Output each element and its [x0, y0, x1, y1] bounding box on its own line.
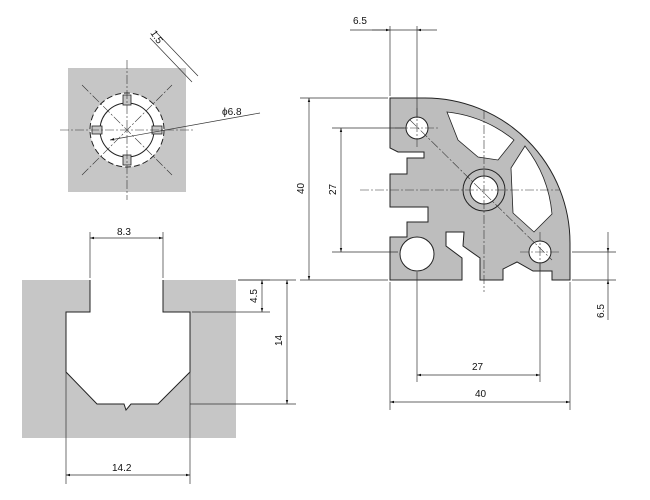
profile-window-upper: [446, 111, 515, 161]
hole-spacing-vertical-label: 27: [328, 183, 339, 195]
groove-top-width-label: 8.3: [117, 227, 131, 238]
slot-dim-line: [149, 37, 193, 83]
groove-block: [22, 280, 236, 438]
hole-centerline-diag2: [81, 84, 173, 176]
width-overall-label: 40: [475, 389, 487, 400]
groove-depth-label: 14: [274, 334, 285, 346]
profile-window-right: [510, 145, 553, 233]
profile-hole-bottom-left: [399, 236, 435, 272]
profile-detail: 6.5 40 27 6.5 27 40: [296, 16, 616, 410]
offset-top-label: 6.5: [353, 16, 367, 27]
hole-diameter-label: ϕ6.8: [222, 107, 242, 118]
groove-inner-width-label: 14.2: [112, 463, 132, 474]
slot-width-label: 1.5: [148, 28, 165, 46]
profile-centerline-diag: [409, 119, 553, 261]
groove-detail: 8.3 4.5 14 14.2: [22, 227, 296, 484]
groove-outline: [65, 280, 191, 412]
diameter-leader: [109, 112, 261, 141]
hole-spacing-horizontal-label: 27: [472, 362, 484, 373]
height-overall-label: 40: [296, 182, 307, 194]
offset-right-label: 6.5: [596, 304, 607, 318]
groove-lip-label: 4.5: [249, 289, 260, 303]
slot-ext-line: [155, 31, 199, 77]
hole-detail: 1.5 ϕ6.8: [60, 28, 261, 200]
